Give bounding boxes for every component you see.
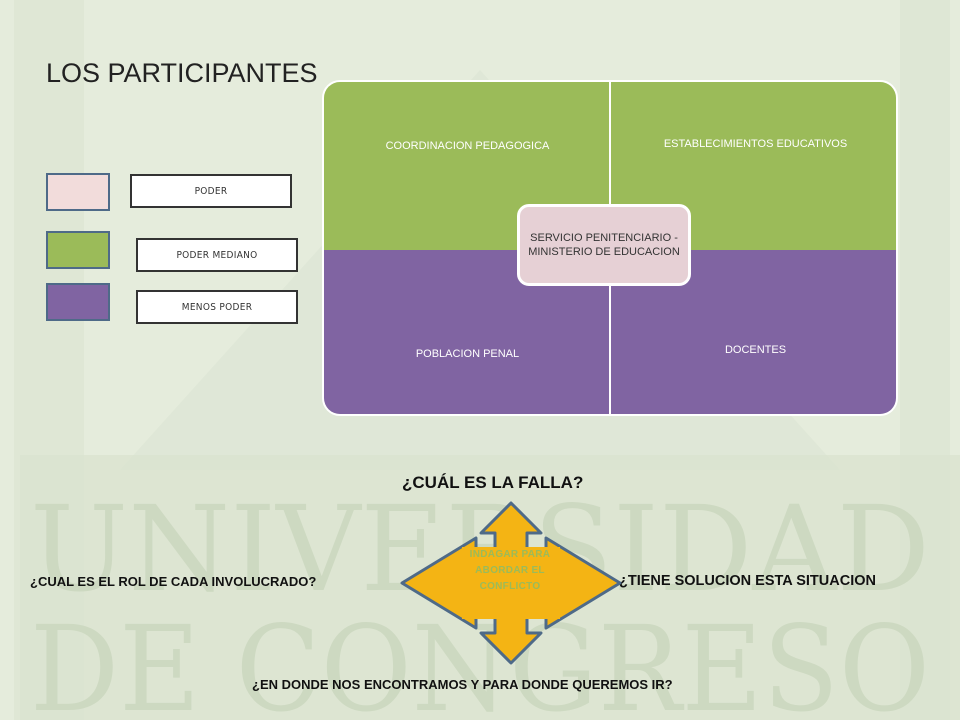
four-way-arrow	[400, 501, 622, 665]
quadrant-label-poblacion: POBLACION PENAL	[415, 348, 520, 360]
legend-swatch-menos-poder	[46, 283, 110, 321]
legend-swatch-poder-mediano	[46, 231, 110, 269]
quadrant-bottom-right: DOCENTES	[611, 250, 896, 414]
question-left: ¿CUAL ES EL ROL DE CADA INVOLUCRADO?	[30, 574, 317, 589]
arrow-text: INDAGAR PARA ABORDAR EL CONFLICTO	[469, 549, 551, 592]
question-top: ¿CUÁL ES LA FALLA?	[402, 473, 584, 492]
quadrant-label-coordinacion: COORDINACION PEDAGOGICA	[385, 140, 550, 152]
center-node: SERVICIO PENITENCIARIO - MINISTERIO DE E…	[517, 204, 691, 286]
quadrant-label-docentes: DOCENTES	[724, 344, 787, 356]
question-right: ¿TIENE SOLUCION ESTA SITUACION	[619, 573, 876, 589]
legend-swatch-poder	[46, 173, 110, 211]
slide-title: LOS PARTICIPANTES	[46, 58, 318, 88]
quadrant-label-establecimientos: ESTABLECIMIENTOS EDUCATIVOS	[663, 138, 848, 150]
watermark-line-2: DE CONGRESO	[30, 600, 930, 720]
legend-label-menos-poder: MENOS PODER	[136, 290, 298, 324]
legend-label-poder: PODER	[130, 174, 292, 208]
legend-label-poder-mediano: PODER MEDIANO	[136, 238, 298, 272]
question-bottom: ¿EN DONDE NOS ENCONTRAMOS Y PARA DONDE Q…	[252, 677, 673, 692]
center-node-label: SERVICIO PENITENCIARIO - MINISTERIO DE E…	[528, 232, 680, 258]
